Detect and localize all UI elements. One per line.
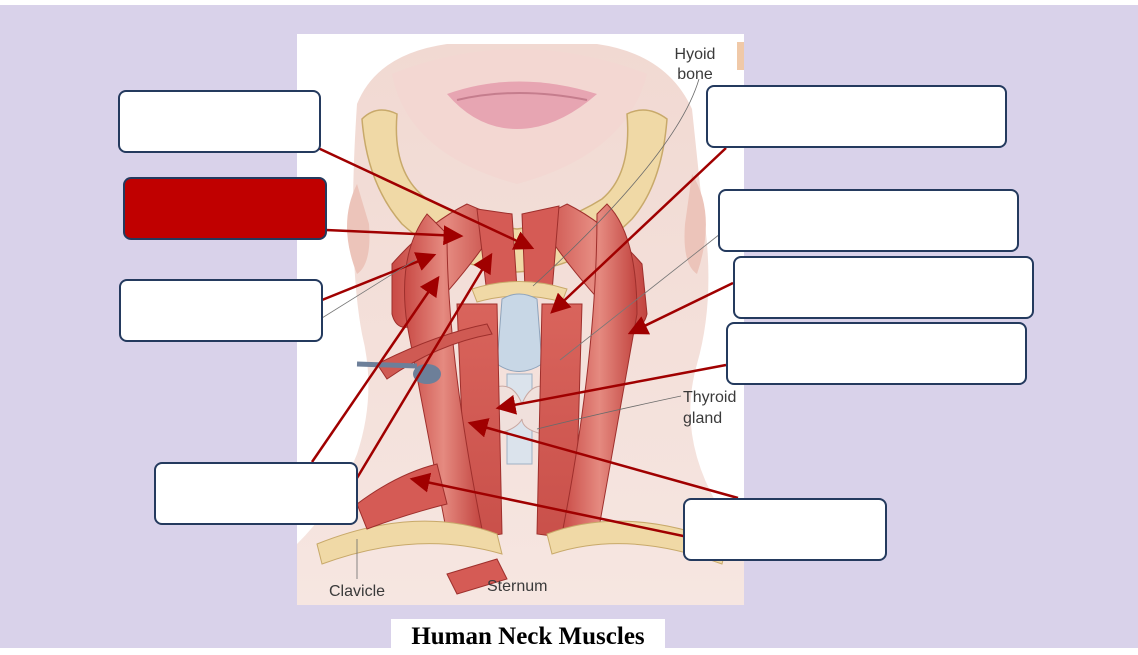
- answer-box-9[interactable]: [683, 498, 887, 561]
- thyroid-gland-label: Thyroid: [683, 389, 736, 406]
- thyroid-gland-label-line2: gland: [683, 410, 722, 427]
- answer-box-6[interactable]: [718, 189, 1019, 252]
- neck-anatomy-illustration: Hyoid bone Thyroid gland Clavicle Sternu…: [297, 34, 744, 605]
- hyoid-bone-label-line2: bone: [677, 66, 713, 83]
- clavicle-label: Clavicle: [329, 583, 385, 600]
- hyoid-bone-label: Hyoid: [675, 46, 716, 63]
- answer-box-1[interactable]: [118, 90, 321, 153]
- answer-box-3[interactable]: [119, 279, 323, 342]
- answer-box-2-selected[interactable]: [123, 177, 327, 240]
- answer-box-7[interactable]: [733, 256, 1034, 319]
- sternum-label: Sternum: [487, 578, 547, 595]
- answer-box-8[interactable]: [726, 322, 1027, 385]
- answer-box-5[interactable]: [706, 85, 1007, 148]
- answer-box-4[interactable]: [154, 462, 358, 525]
- diagram-title: Human Neck Muscles: [391, 619, 665, 651]
